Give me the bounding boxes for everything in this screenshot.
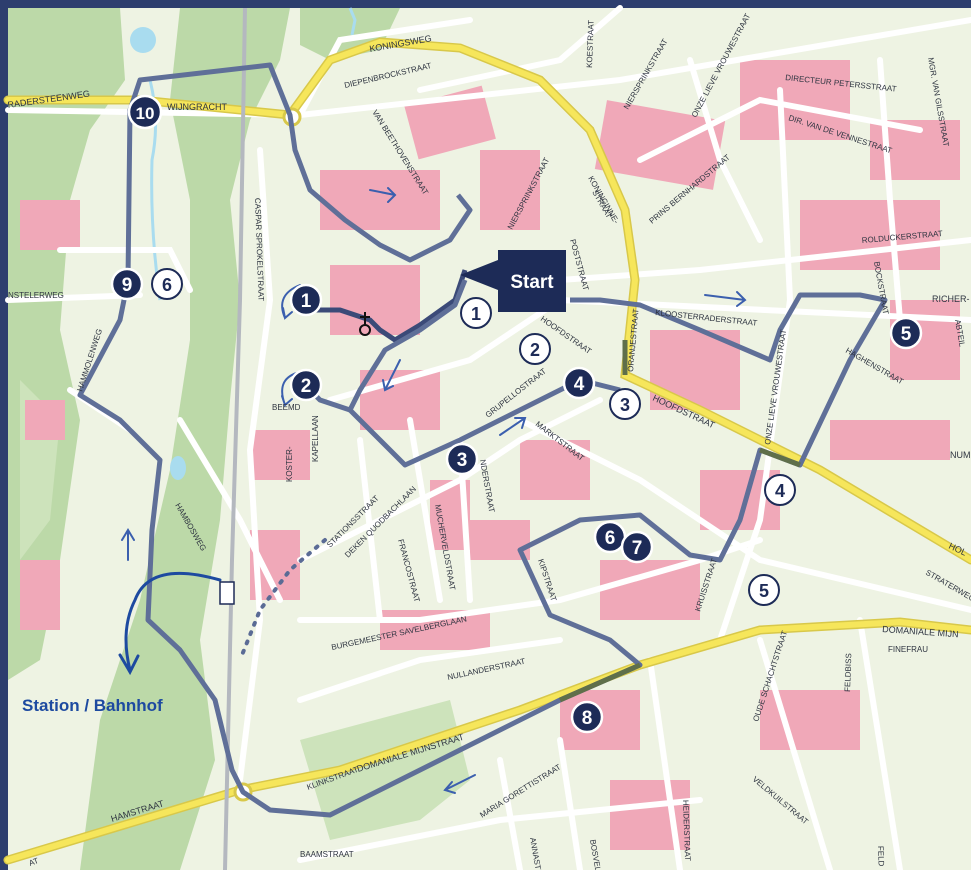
street-label: KOESTRAAT — [585, 20, 596, 68]
street-label: NSTELERWEG — [8, 291, 64, 300]
street-label: NUM — [950, 450, 971, 460]
route-b-markers: 1 2 3 4 5 6 — [151, 268, 796, 606]
svg-text:3: 3 — [620, 395, 630, 415]
svg-text:10: 10 — [136, 104, 155, 123]
station-box — [219, 581, 235, 605]
marker-a-10: 10 — [127, 94, 163, 130]
street-label: AT — [28, 856, 40, 868]
street-network — [5, 5, 971, 870]
svg-text:4: 4 — [574, 374, 585, 395]
svg-text:1: 1 — [471, 304, 481, 324]
street-label: WIJNGRACHT — [167, 102, 227, 112]
marker-b-3: 3 — [609, 388, 641, 420]
svg-text:6: 6 — [162, 275, 172, 295]
svg-text:8: 8 — [582, 708, 593, 729]
svg-text:1: 1 — [301, 291, 312, 312]
svg-text:3: 3 — [457, 450, 468, 471]
route-a-markers: 1 2 3 4 5 6 7 8 9 10 — [110, 94, 923, 734]
marker-a-7: 7 — [620, 530, 654, 564]
street-label: RICHER- — [932, 294, 970, 304]
marker-b-1: 1 — [460, 297, 492, 329]
marker-a-1: 1 — [289, 283, 323, 317]
direction-arrows — [121, 187, 747, 794]
svg-text:4: 4 — [775, 481, 785, 501]
street-label: KOSTER- — [285, 446, 294, 482]
marker-a-2: 2 — [289, 368, 323, 402]
street-label: FELDBISS — [843, 653, 853, 692]
marker-a-4: 4 — [562, 366, 596, 400]
street-label: BEEMD — [272, 403, 301, 412]
svg-text:9: 9 — [122, 275, 133, 296]
marker-a-5: 5 — [889, 316, 923, 350]
marker-a-3: 3 — [445, 442, 479, 476]
svg-text:7: 7 — [632, 538, 643, 559]
route-b — [298, 279, 468, 413]
park-areas — [8, 8, 470, 870]
svg-text:6: 6 — [605, 528, 616, 549]
svg-text:5: 5 — [759, 581, 769, 601]
route-green-segments — [558, 340, 801, 703]
marker-a-6: 6 — [593, 520, 627, 554]
marker-a-8: 8 — [570, 700, 604, 734]
marker-a-9: 9 — [110, 267, 144, 301]
marker-b-2: 2 — [519, 333, 551, 365]
street-label: HEIDERSTRAAT — [681, 800, 692, 862]
station-label: Station / Bahnhof — [22, 696, 163, 715]
marker-b-6: 6 — [151, 268, 183, 300]
street-label: BAAMSTRAAT — [300, 850, 354, 859]
marker-b-5: 5 — [748, 574, 780, 606]
svg-text:2: 2 — [530, 340, 540, 360]
street-label: FELD — [876, 846, 886, 867]
marker-b-4: 4 — [764, 474, 796, 506]
svg-text:5: 5 — [901, 324, 912, 345]
street-label: CASPAR SPROKELSTRAAT — [253, 198, 266, 302]
start-marker: Start — [460, 250, 566, 312]
church-icon — [359, 312, 371, 336]
railway — [223, 7, 327, 870]
street-label: FINEFRAU — [888, 645, 928, 654]
route-a-loop — [77, 62, 888, 818]
street-label: KAPELLAAN — [311, 415, 320, 462]
route-a — [303, 269, 468, 343]
start-label: Start — [510, 272, 554, 293]
station-curve-arrow — [118, 571, 222, 676]
svg-text:2: 2 — [301, 376, 312, 397]
